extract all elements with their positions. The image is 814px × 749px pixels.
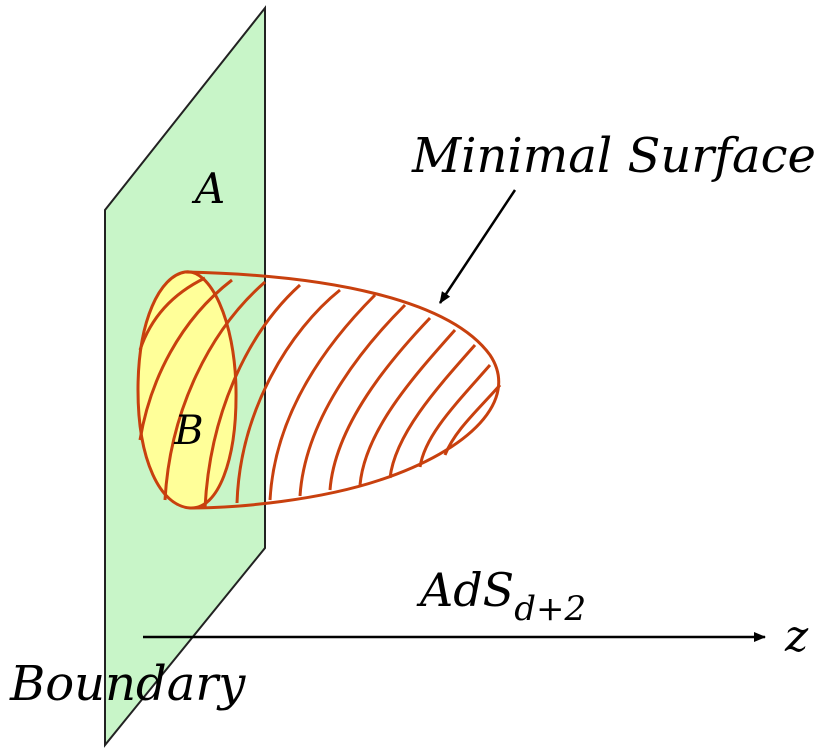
region-label-b: B xyxy=(173,408,203,454)
boundary-label: Boundary xyxy=(9,656,246,712)
spacetime-label: AdSd+2 xyxy=(416,563,586,629)
spacetime-main: AdS xyxy=(416,563,514,617)
minimal-surface-outline xyxy=(184,270,501,510)
spacetime-subscript: d+2 xyxy=(514,589,586,629)
plane-label-a: A xyxy=(191,164,225,213)
surface-hatching xyxy=(138,276,502,509)
minimal-surface-pointer xyxy=(438,189,517,304)
minimal-surface-label: Minimal Surface xyxy=(411,128,814,184)
z-axis-label: z xyxy=(784,611,809,662)
